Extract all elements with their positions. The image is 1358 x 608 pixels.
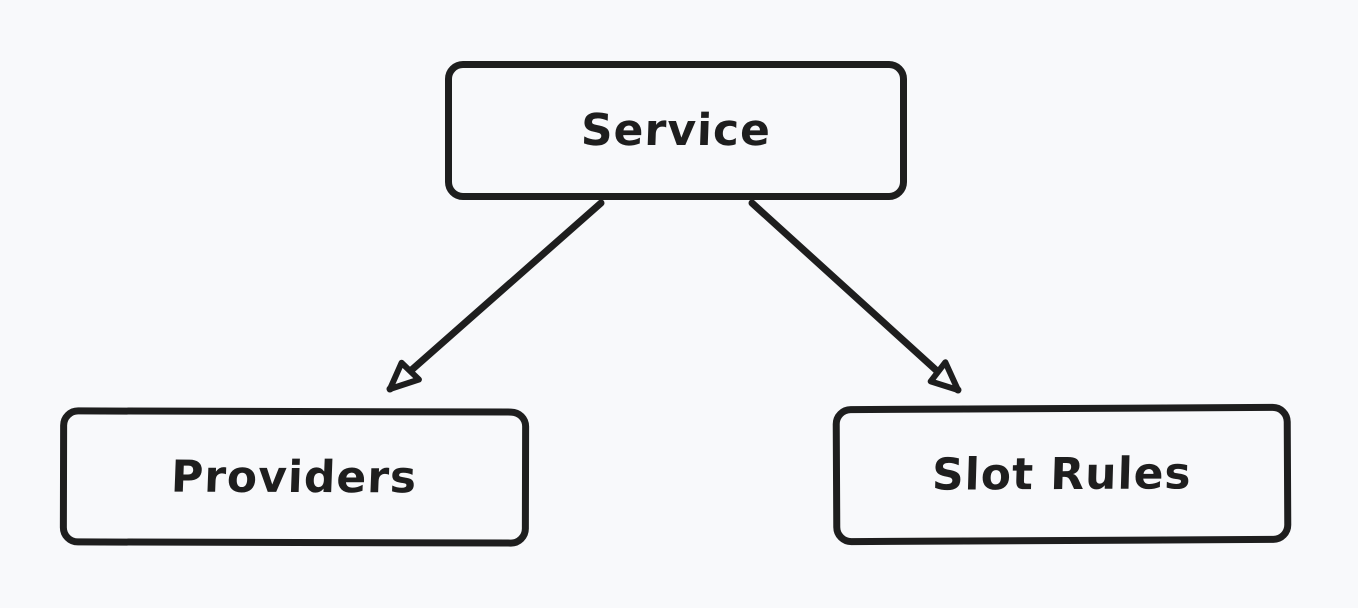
node-providers-label: Providers — [170, 451, 419, 503]
edge-service-slot-rules[interactable] — [748, 199, 962, 394]
node-service-label: Service — [580, 105, 772, 156]
edge-service-providers[interactable] — [386, 199, 605, 393]
node-slot-rules[interactable]: Slot Rules — [832, 403, 1292, 546]
node-providers[interactable]: Providers — [59, 407, 530, 547]
node-slot-rules-label: Slot Rules — [931, 448, 1193, 501]
node-service[interactable]: Service — [445, 61, 907, 200]
